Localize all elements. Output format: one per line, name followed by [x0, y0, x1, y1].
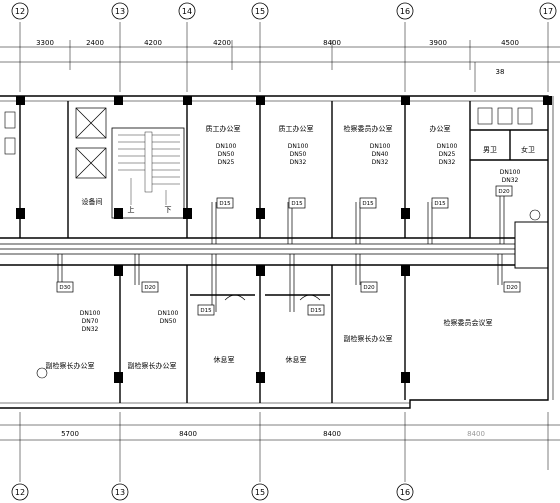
- axis-bubbles-top: [11, 2, 557, 20]
- unit-tag: D30: [59, 285, 71, 291]
- dimension-label: 38: [496, 68, 505, 76]
- pipe-spec: DN40: [372, 151, 389, 158]
- axis-label: 13: [115, 7, 125, 16]
- room-label: 设备间: [82, 197, 103, 206]
- pipe-spec: DN32: [372, 159, 389, 166]
- room-label: 副检察长办公室: [344, 334, 393, 343]
- pipe-spec: DN25: [439, 151, 456, 158]
- pipe-spec: DN50: [290, 151, 307, 158]
- pipe-spec: DN100: [216, 143, 237, 150]
- room-label: 上: [128, 205, 135, 214]
- room-label: 质工办公室: [279, 124, 314, 133]
- axis-label: 13: [115, 488, 125, 497]
- pipe-spec: DN32: [82, 326, 99, 333]
- axis-bubbles-bottom: [11, 483, 414, 501]
- room-label: 质工办公室: [206, 124, 241, 133]
- unit-tag: D15: [200, 308, 212, 314]
- dimension-label: 4200: [213, 39, 231, 47]
- elevator-shafts: [75, 107, 107, 179]
- pipes: [0, 190, 549, 312]
- room-label: 副检察长办公室: [46, 361, 95, 370]
- axis-lines: [0, 22, 560, 482]
- dimension-label: 8400: [179, 430, 197, 438]
- room-label: 下: [165, 206, 172, 214]
- room-label: 检察委员会议室: [444, 318, 493, 327]
- unit-tag: D20: [363, 285, 375, 291]
- axis-label: 12: [15, 488, 25, 497]
- pipe-spec: DN70: [82, 318, 99, 325]
- pipe-spec: DN50: [218, 151, 235, 158]
- pipe-spec: DN100: [370, 143, 391, 150]
- room-label: 女卫: [521, 145, 535, 154]
- unit-tag: D15: [362, 201, 374, 207]
- pipe-spec: DN32: [502, 177, 519, 184]
- unit-tag: D20: [144, 285, 156, 291]
- room-label: 男卫: [483, 146, 497, 154]
- dimension-label: 4500: [501, 39, 519, 47]
- pipe-spec: DN50: [160, 318, 177, 325]
- stair-treads: [118, 131, 180, 205]
- pipe-spec: DN100: [288, 143, 309, 150]
- unit-tag: D15: [219, 201, 231, 207]
- axis-label: 16: [400, 488, 410, 497]
- axis-label: 12: [15, 7, 25, 16]
- dimension-label: 8400: [323, 430, 341, 438]
- pipe-spec: DN25: [218, 159, 235, 166]
- fixtures: [4, 107, 541, 379]
- axis-label: 14: [182, 7, 192, 16]
- dimension-label: 8400: [467, 430, 485, 438]
- axis-label: 15: [255, 488, 265, 497]
- columns: [16, 96, 552, 383]
- pipe-spec: DN100: [500, 169, 521, 176]
- pipe-spec: DN100: [158, 310, 179, 317]
- room-label: 检察委员办公室: [344, 124, 393, 133]
- dimension-label: 5700: [61, 430, 79, 438]
- room-label: 办公室: [430, 124, 451, 133]
- dimension-label: 3900: [429, 39, 447, 47]
- axis-label: 17: [543, 7, 553, 16]
- diffuser-units: [56, 185, 521, 316]
- dimension-label: 2400: [86, 39, 104, 47]
- unit-tag: D15: [291, 201, 303, 207]
- dimension-label: 4200: [144, 39, 162, 47]
- room-label: 休息室: [286, 355, 307, 364]
- unit-tag: D15: [310, 308, 322, 314]
- room-label: 副检察长办公室: [128, 361, 177, 370]
- pipe-spec: DN100: [437, 143, 458, 150]
- unit-tag: D20: [498, 189, 510, 195]
- pipe-spec: DN32: [439, 159, 456, 166]
- dimension-label: 3300: [36, 39, 54, 47]
- axis-label: 16: [400, 7, 410, 16]
- axis-label: 15: [255, 7, 265, 16]
- pipe-spec: DN100: [80, 310, 101, 317]
- unit-tag: D20: [506, 285, 518, 291]
- room-label: 休息室: [214, 355, 235, 364]
- dimension-label: 8400: [323, 39, 341, 47]
- pipe-spec: DN32: [290, 159, 307, 166]
- unit-tag: D15: [434, 201, 446, 207]
